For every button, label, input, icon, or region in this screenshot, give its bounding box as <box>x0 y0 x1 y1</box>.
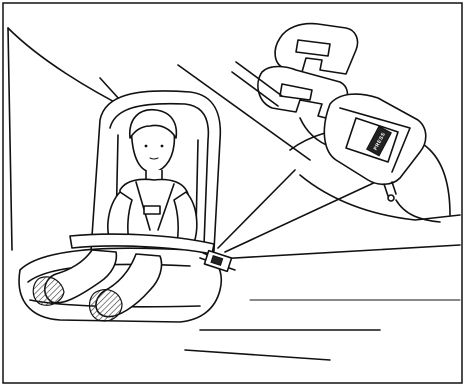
buckle-detail: PRESS <box>232 24 440 222</box>
shoe-right <box>90 290 123 321</box>
border <box>3 3 462 383</box>
